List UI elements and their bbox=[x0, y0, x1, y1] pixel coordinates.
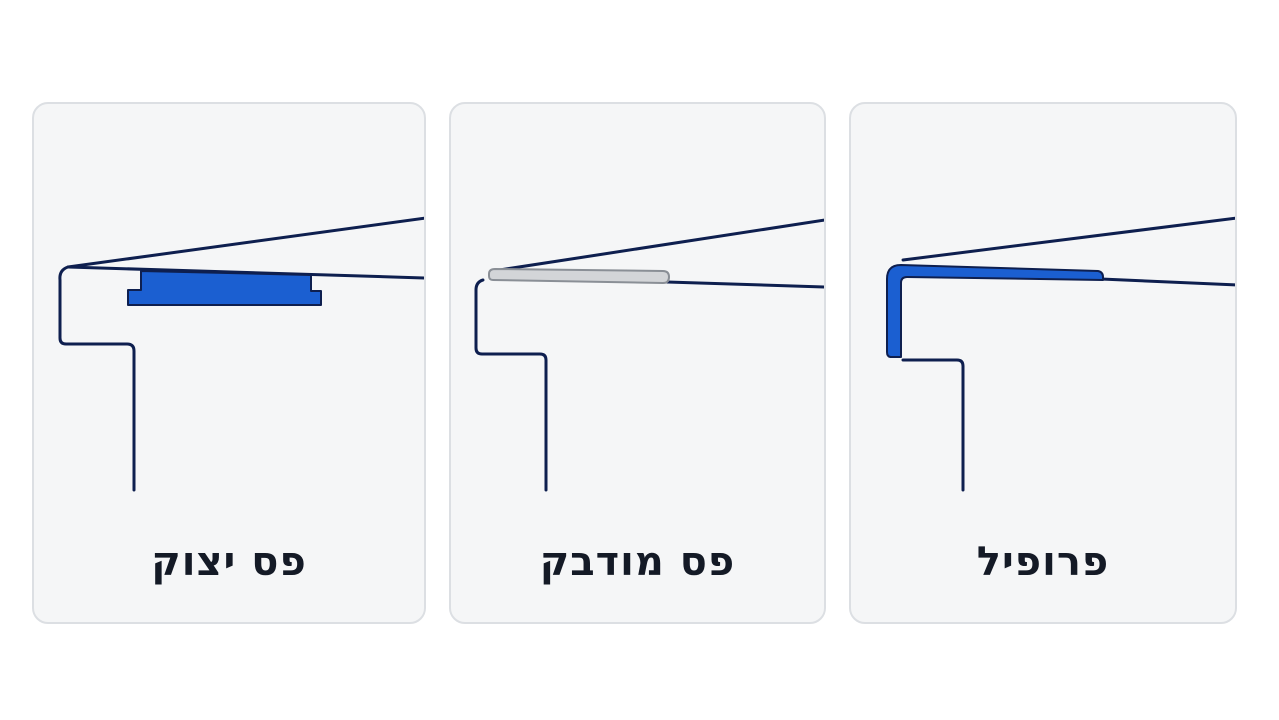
card-cast-strip: פס יצוק bbox=[32, 102, 426, 624]
top-surface-line bbox=[1099, 277, 1235, 287]
card-profile: פרופיל bbox=[849, 102, 1237, 624]
profile-diagram bbox=[886, 216, 1235, 492]
card-glued-strip: פס מודבק bbox=[449, 102, 826, 624]
glued-strip-edge bbox=[488, 268, 670, 284]
card-label: פס יצוק bbox=[151, 539, 307, 585]
top-surface-line bbox=[665, 280, 824, 289]
card-label: פס מודבק bbox=[539, 539, 736, 585]
cast-strip-diagram bbox=[58, 216, 424, 492]
counter-outline bbox=[474, 218, 824, 492]
cast-strip-edge bbox=[127, 270, 322, 306]
profile-edge bbox=[886, 264, 1104, 358]
glued-strip-diagram bbox=[474, 218, 824, 492]
counter-outline bbox=[901, 216, 1235, 492]
counter-outline bbox=[58, 216, 424, 492]
card-label: פרופיל bbox=[976, 539, 1110, 585]
